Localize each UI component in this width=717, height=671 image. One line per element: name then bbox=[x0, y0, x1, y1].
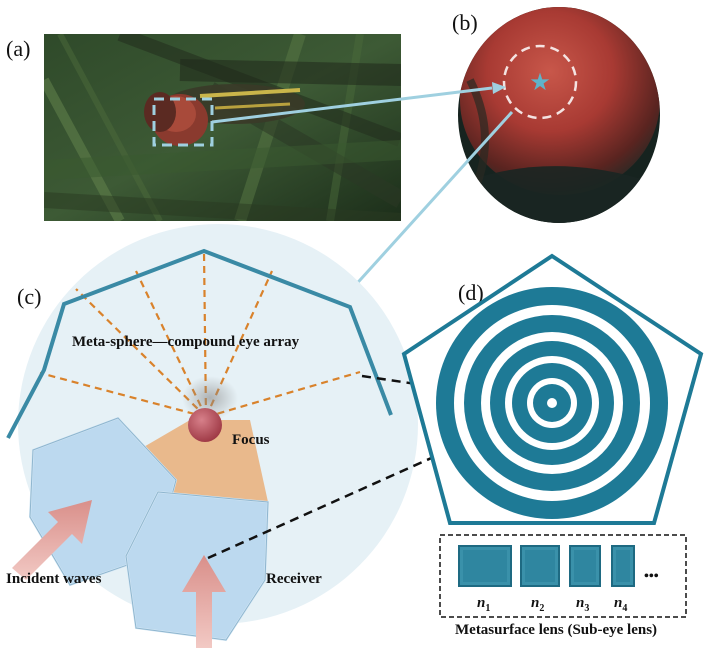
lens-n4-label: n4 bbox=[614, 595, 627, 614]
focus-point bbox=[188, 408, 222, 442]
lens-swatch-2 bbox=[520, 545, 560, 587]
receiver-label: Receiver bbox=[266, 571, 322, 587]
lens-n1-label: n1 bbox=[477, 595, 490, 614]
incident-waves-label: Incident waves bbox=[6, 571, 102, 587]
lens-legend-box bbox=[439, 534, 687, 618]
panel-label-a: (a) bbox=[6, 36, 30, 61]
metasurface-pentagon bbox=[401, 253, 704, 525]
dragonfly-photo bbox=[44, 34, 401, 221]
lens-swatch-4 bbox=[611, 545, 635, 587]
lens-n2-label: n2 bbox=[531, 595, 544, 614]
focus-glow bbox=[182, 376, 238, 420]
incident-wave-arrow-1 bbox=[12, 500, 92, 580]
incident-wave-arrow-2 bbox=[182, 555, 226, 648]
star-icon: ★ bbox=[529, 70, 551, 96]
metasurface-lens-caption: Metasurface lens (Sub-eye lens) bbox=[455, 622, 657, 638]
lens-n3-label: n3 bbox=[576, 595, 589, 614]
panel-label-c: (c) bbox=[17, 284, 41, 309]
lens-swatch-1 bbox=[458, 545, 512, 587]
meta-sphere-label: Meta-sphere—compound eye array bbox=[72, 334, 300, 350]
hex-lens-tile-2 bbox=[124, 490, 270, 642]
facet-outline bbox=[6, 248, 393, 439]
ellipsis-dots: ••• bbox=[644, 569, 659, 584]
dashed-link-lower bbox=[207, 402, 553, 560]
zoom-circle-b bbox=[502, 44, 578, 120]
lens-swatch-3 bbox=[569, 545, 601, 587]
connector-a-to-b bbox=[211, 82, 506, 124]
compound-eye-photo bbox=[458, 7, 660, 223]
focus-label: Focus bbox=[232, 432, 270, 448]
meta-sphere-diagram bbox=[6, 224, 418, 648]
panel-label-b: (b) bbox=[452, 10, 478, 35]
panel-label-d: (d) bbox=[458, 280, 484, 305]
